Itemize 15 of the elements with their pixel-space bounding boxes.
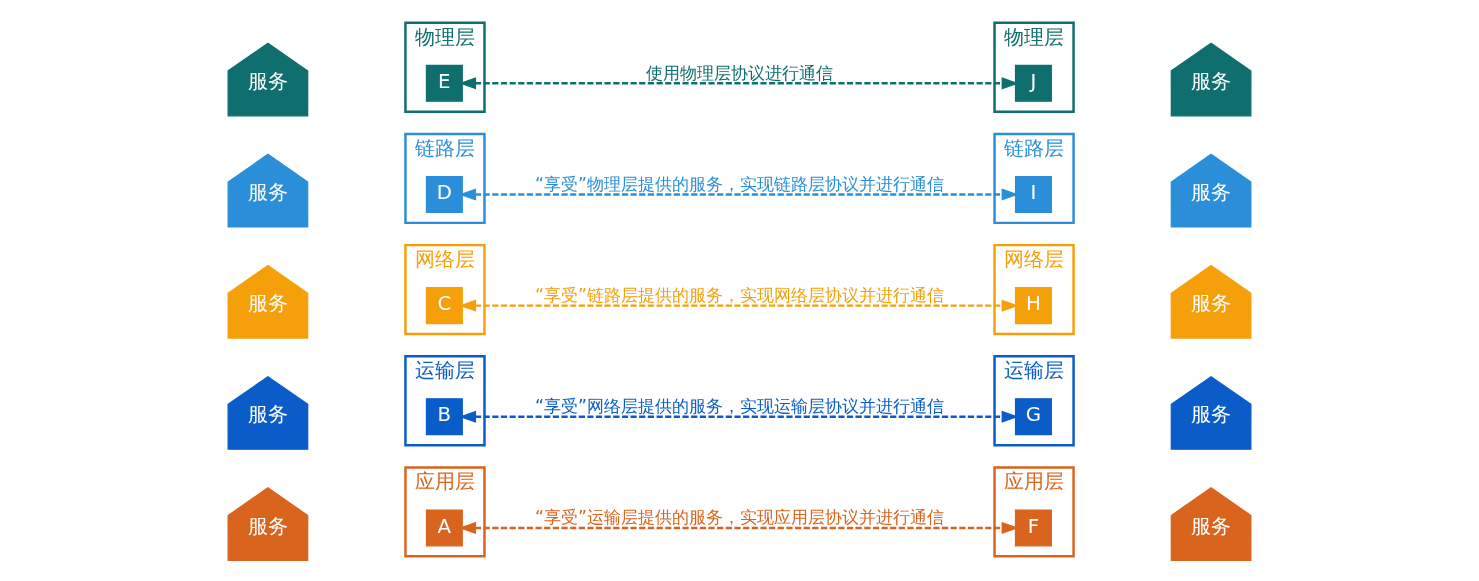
node-box: A — [425, 509, 463, 547]
node-box: I — [1014, 175, 1052, 213]
edge-label: “享受”链路层提供的服务，实现网络层协议并进行通信 — [535, 284, 944, 305]
node-box: J — [1014, 64, 1052, 102]
node-box: F — [1014, 509, 1052, 547]
edge-label: “享受”物理层提供的服务，实现链路层协议并进行通信 — [535, 173, 944, 194]
edge-label: “享受”网络层提供的服务，实现运输层协议并进行通信 — [535, 396, 944, 417]
edge-label: “享受”运输层提供的服务，实现应用层协议并进行通信 — [535, 507, 944, 528]
node-box: B — [425, 398, 463, 436]
node-box: D — [425, 175, 463, 213]
node-box: E — [425, 64, 463, 102]
edge-label: 使用物理层协议进行通信 — [646, 62, 834, 83]
node-box: C — [425, 287, 463, 325]
node-box: H — [1014, 287, 1052, 325]
node-box: G — [1014, 398, 1052, 436]
